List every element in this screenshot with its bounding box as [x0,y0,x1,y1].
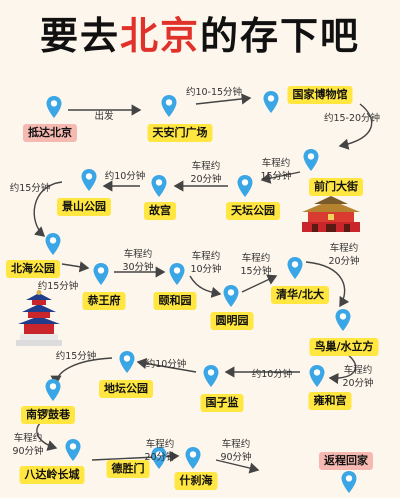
stop-label-tsinghua: 清华/北大 [270,286,330,304]
map-pin-icon [302,148,320,172]
map-pin-icon [184,446,202,470]
map-pin-icon [168,262,186,286]
map-pin-icon [44,232,62,256]
map-pin-icon [308,364,326,388]
stop-label-museum: 国家博物馆 [287,86,353,104]
title-part1: 要去 [39,14,120,58]
stop-label-jingshan: 景山公园 [57,198,111,216]
travel-time-note: 车程约 15分钟 [260,158,292,182]
map-pin-icon [340,470,358,494]
stop-label-guozijian: 国子监 [200,394,244,412]
map-pin-icon [160,94,178,118]
stop-label-beihai: 北海公园 [6,260,60,278]
travel-time-note: 车程约 30分钟 [122,249,154,273]
travel-time-note: 出发 [94,111,114,122]
stop-label-badaling: 八达岭长城 [19,466,85,484]
travel-time-note: 约10分钟 [104,171,146,182]
map-pin-icon [45,95,63,119]
stop-label-tiantan: 天坛公园 [226,202,280,220]
page-title: 要去北京的存下吧 [0,14,400,58]
stop-label-gugong: 故宫 [144,202,176,220]
stop-label-nanluogu: 南锣鼓巷 [21,406,75,424]
travel-time-note: 车程约 20分钟 [144,439,176,463]
map-pin-icon [118,350,136,374]
map-pin-icon [202,364,220,388]
stop-label-arrive: 抵达北京 [23,124,77,142]
stop-label-niaochao: 鸟巢/水立方 [309,338,379,356]
stop-label-yonghegong: 雍和宫 [308,392,352,410]
stop-label-yuanmingyuan: 圆明园 [210,312,254,330]
travel-time-note: 约15-20分钟 [323,113,381,124]
map-pin-icon [286,256,304,280]
map-pin-icon [334,308,352,332]
title-highlight: 北京 [119,14,200,58]
travel-time-note: 约10分钟 [251,369,293,380]
travel-time-note: 车程约 90分钟 [12,433,44,457]
tiananmen-gate-icon [302,196,360,232]
map-pin-icon [92,262,110,286]
travel-time-note: 约10-15分钟 [185,87,243,98]
travel-time-note: 约15分钟 [37,281,79,292]
map-pin-icon [150,446,168,470]
map-pin-icon [262,90,280,114]
stop-label-ditan: 地坛公园 [99,380,153,398]
travel-time-note: 车程约 20分钟 [328,243,360,267]
travel-time-note: 约15分钟 [9,183,51,194]
map-pin-icon [236,174,254,198]
map-pin-icon [222,284,240,308]
stop-label-gongwangfu: 恭王府 [82,292,126,310]
travel-time-note: 车程约 15分钟 [240,253,272,277]
map-pin-icon [80,168,98,192]
route-path [33,93,373,474]
stop-label-shichahai: 什刹海 [174,472,218,490]
map-pin-icon [44,378,62,402]
title-part2: 的存下吧 [200,14,361,58]
travel-time-note: 车程约 20分钟 [190,161,222,185]
stop-label-deshengmen: 德胜门 [106,460,150,478]
stop-label-qianmen: 前门大街 [309,178,363,196]
temple-of-heaven-icon [16,290,62,346]
stop-label-yiheyuan: 颐和园 [153,292,197,310]
stop-label-return: 返程回家 [319,452,373,470]
map-pin-icon [150,174,168,198]
travel-time-note: 约15分钟 [55,351,97,362]
travel-time-note: 约10分钟 [145,359,187,370]
travel-time-note: 车程约 10分钟 [190,251,222,275]
stop-label-tiananmen: 天安门广场 [147,124,213,142]
travel-time-note: 车程约 90分钟 [220,439,252,463]
travel-time-note: 车程约 20分钟 [342,365,374,389]
map-pin-icon [64,438,82,462]
